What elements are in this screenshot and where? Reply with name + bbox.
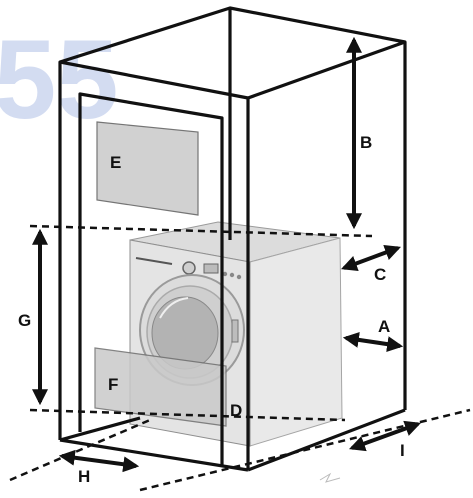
label-h: H [78, 467, 90, 486]
cabinet-outline [58, 6, 407, 472]
top-level-dashed-line [29, 224, 373, 238]
panel-e [96, 121, 199, 216]
floor-left-dashed-line [29, 408, 346, 422]
machine-side-face [249, 237, 343, 447]
cabinet-bottom-front-edge [59, 438, 249, 472]
label-a: A [378, 317, 390, 336]
dimension-labels: B C A E F D G H I [18, 133, 405, 486]
door-highlight [159, 297, 189, 319]
label-d: D [230, 401, 242, 420]
detergent-drawer [135, 257, 173, 265]
floor-squiggle [319, 472, 341, 483]
label-c: C [374, 265, 386, 284]
cabinet-front-top-edge [59, 60, 249, 100]
arrow-a [342, 331, 404, 353]
inner-door-frame [78, 92, 224, 466]
label-f: F [108, 375, 118, 394]
arrow-i [348, 420, 422, 452]
label-i: I [400, 441, 405, 460]
label-g: G [18, 311, 31, 330]
door-handle [231, 319, 239, 343]
display-panel [203, 263, 219, 274]
cabinet-bottom-right-edge [247, 408, 406, 472]
label-e: E [110, 153, 121, 172]
washing-machine [129, 221, 343, 447]
dimension-arrows [32, 36, 422, 473]
button-icon [229, 272, 235, 278]
panel-f [94, 347, 227, 427]
cabinet-back-top-edge [247, 40, 406, 100]
program-knob-icon [182, 261, 196, 275]
cabinet-bottom-left-edge [59, 416, 141, 442]
label-b: B [360, 133, 372, 152]
button-icon [222, 271, 228, 277]
arrow-c [340, 244, 402, 272]
arrow-h [58, 449, 140, 473]
button-icon [236, 274, 242, 280]
